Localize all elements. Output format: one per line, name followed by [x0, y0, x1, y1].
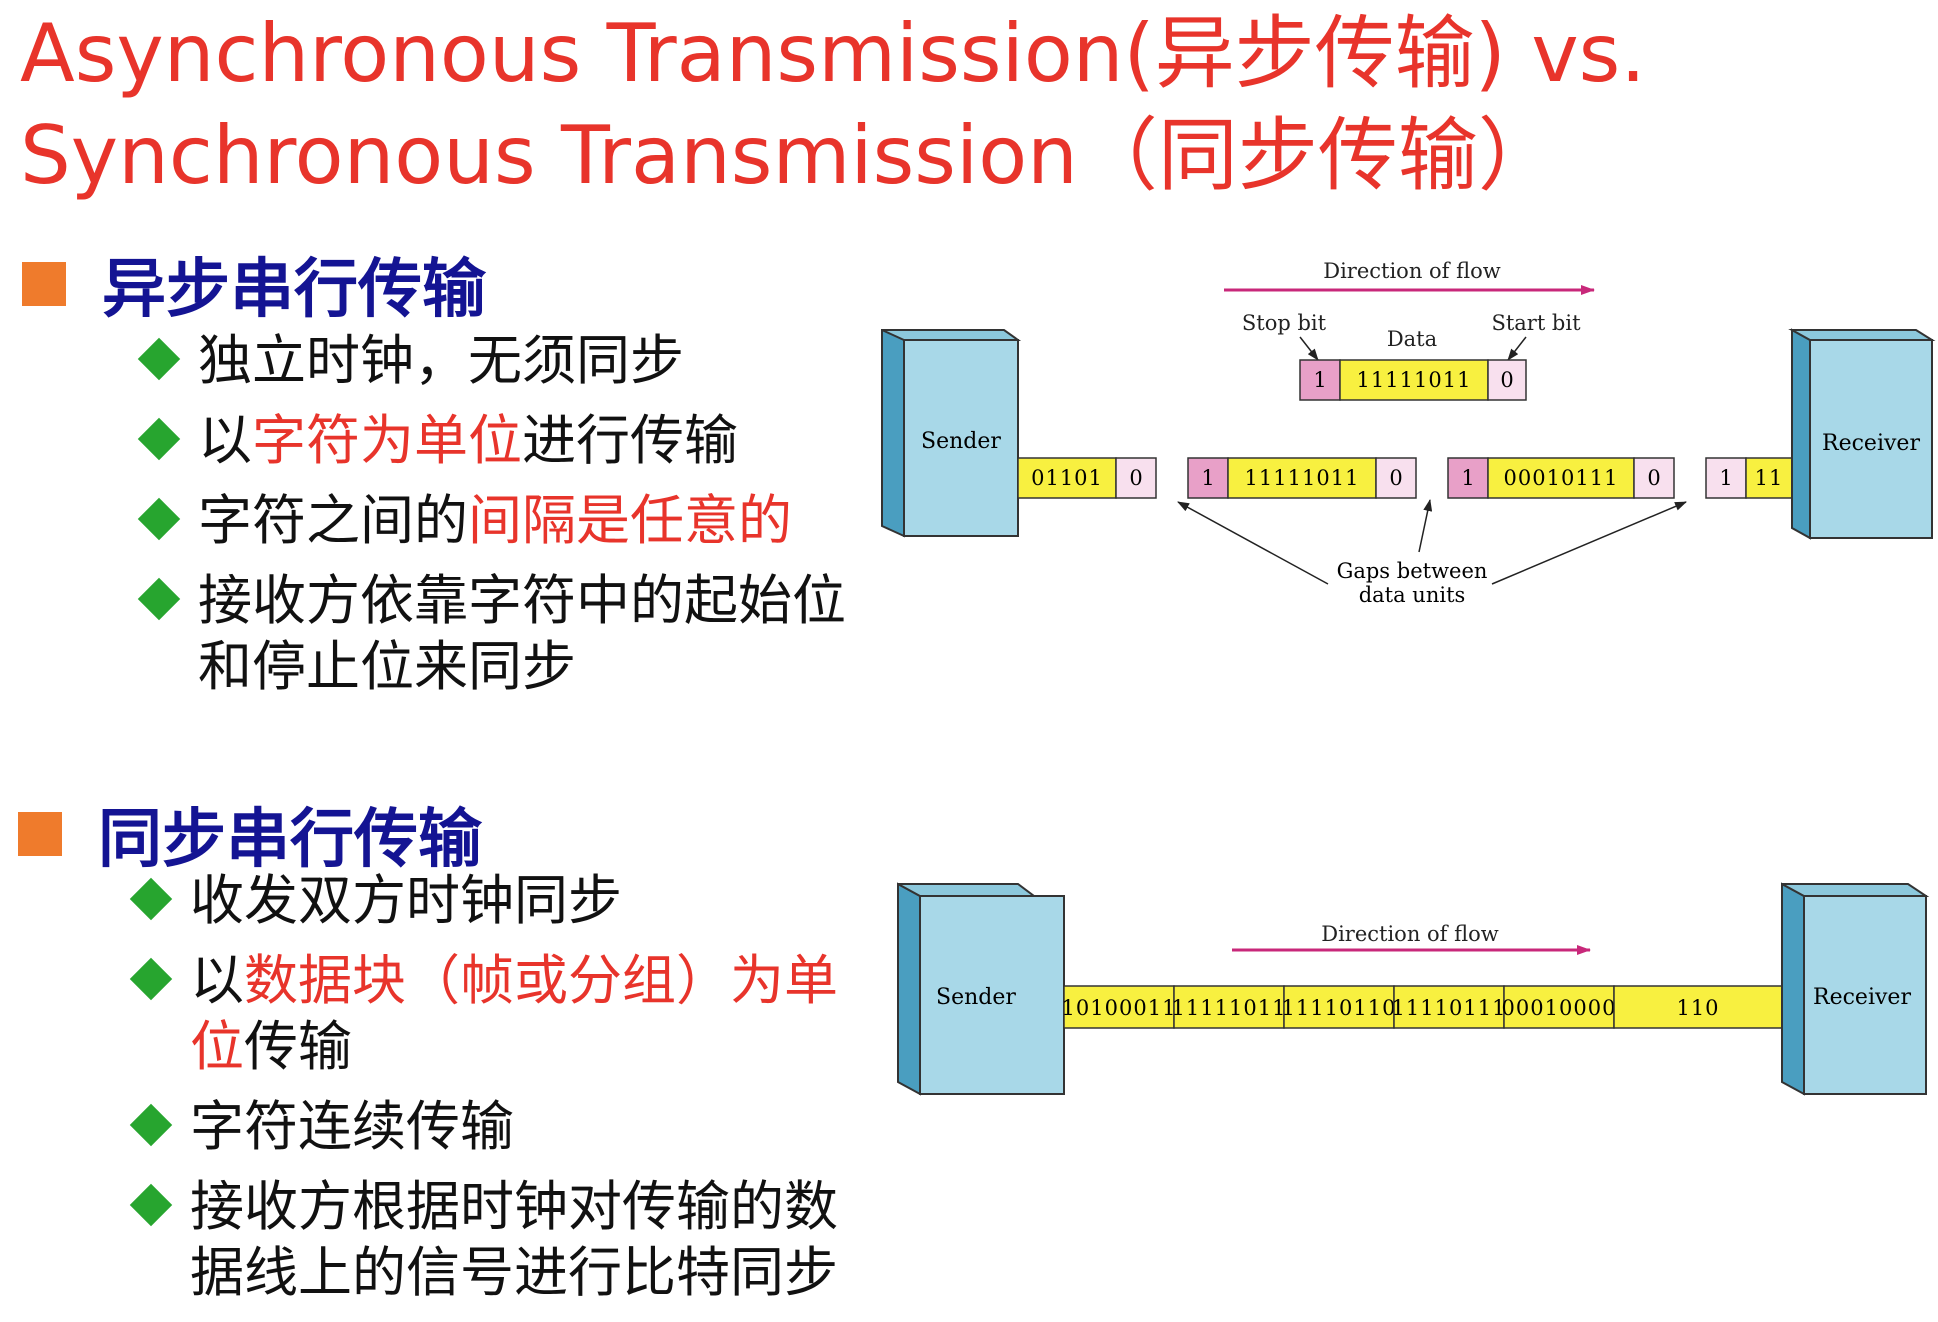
plain-text: 字符之间的 — [198, 489, 468, 552]
diamond-bullet-icon — [129, 957, 173, 1001]
diamond-bullet-icon — [129, 1183, 173, 1227]
sync-bullet-list: 收发双方时钟同步以数据块（帧或分组）为单位传输字符连续传输接收方根据时钟对传输的… — [120, 868, 870, 1320]
receiver-data-bits: 11 — [1755, 466, 1784, 490]
bullet-text: 独立时钟，无须同步 — [198, 328, 878, 394]
bullet-text: 接收方依靠字符中的起始位和停止位来同步 — [198, 568, 878, 700]
highlighted-text: 间隔是任意的 — [468, 489, 792, 552]
start-bit-pointer — [1507, 336, 1527, 361]
gaps-label-line2: data units — [1359, 583, 1466, 607]
page-title-line2: Synchronous Transmission（同步传输） — [20, 109, 1558, 202]
frame-a-data-bits: 11111011 — [1245, 466, 1360, 490]
sync-transmission-diagram: Direction of flow Sender 101000111111101… — [897, 882, 1930, 1096]
bit-stream: 1010001111111011111101101111011100010000… — [1062, 985, 1783, 1029]
plain-text: 进行传输 — [522, 409, 738, 472]
sender-label: Sender — [921, 429, 1001, 454]
highlighted-text: 字符为单位 — [252, 409, 522, 472]
diamond-bullet-icon — [137, 497, 181, 541]
diamond-bullet-icon — [137, 337, 181, 381]
start-bit-label: Start bit — [1491, 311, 1581, 335]
sync-receiver-label: Receiver — [1813, 985, 1911, 1010]
bullet-text: 以字符为单位进行传输 — [198, 408, 878, 474]
receiver-box: Receiver — [1788, 328, 1936, 540]
bullet-text: 收发双方时钟同步 — [190, 868, 870, 934]
diamond-bullet-icon — [137, 577, 181, 621]
plain-text: 字符连续传输 — [190, 1095, 514, 1158]
plain-text: 接收方根据时钟对传输的数据线上的信号进行比特同步 — [190, 1175, 838, 1304]
data-unit-frame-a: 1 11111011 0 — [1187, 457, 1417, 499]
gaps-label-line1: Gaps between — [1337, 559, 1488, 583]
bullet-item: 字符连续传输 — [120, 1094, 870, 1160]
data-label: Data — [1387, 327, 1437, 351]
bit-stream-segment-label: 10100011 — [1062, 996, 1177, 1020]
diamond-bullet-icon — [129, 877, 173, 921]
plain-text: 传输 — [244, 1015, 352, 1078]
stop-bit-pointer — [1299, 336, 1319, 361]
bit-stream-segment-label: 00010000 — [1502, 996, 1617, 1020]
data-unit-frame-b: 1 00010111 0 — [1447, 457, 1675, 499]
gap-pointer-2 — [1418, 499, 1433, 553]
sync-direction-of-flow-label: Direction of flow — [1321, 922, 1499, 946]
bit-stream-segment-label: 11110111 — [1392, 996, 1507, 1020]
detail-stop-bit: 1 — [1313, 368, 1326, 392]
plain-text: 收发双方时钟同步 — [190, 869, 622, 932]
sender-box: Sender — [881, 329, 1022, 538]
async-bullet-list: 独立时钟，无须同步以字符为单位进行传输字符之间的间隔是任意的接收方依靠字符中的起… — [128, 328, 878, 714]
square-bullet-icon — [18, 812, 62, 856]
frame-b-stop-bit: 1 — [1461, 466, 1474, 490]
bit-stream-segment — [1063, 985, 1175, 1029]
sync-section-heading: 同步串行传输 — [18, 788, 482, 880]
gap-pointer-3 — [1491, 501, 1687, 585]
async-heading-text: 异步串行传输 — [102, 253, 486, 327]
sender-frame: 01101 0 — [1017, 457, 1157, 499]
bit-stream-segment — [1283, 985, 1395, 1029]
direction-of-flow-label: Direction of flow — [1323, 259, 1501, 283]
bit-stream-segment-label: 11110110 — [1282, 996, 1397, 1020]
receiver-stop-bit: 1 — [1719, 466, 1732, 490]
async-section-heading: 异步串行传输 — [22, 238, 486, 330]
bit-stream-segment — [1173, 985, 1285, 1029]
detail-data-bits: 11111011 — [1357, 368, 1472, 392]
gap-pointer-1 — [1177, 501, 1329, 585]
diamond-bullet-icon — [137, 417, 181, 461]
sync-receiver-box: Receiver — [1781, 882, 1930, 1096]
detail-start-bit: 0 — [1500, 368, 1513, 392]
bullet-item: 以数据块（帧或分组）为单位传输 — [120, 948, 870, 1080]
async-transmission-diagram: Direction of flow Stop bit Start bit Dat… — [881, 259, 1936, 607]
bullet-text: 字符之间的间隔是任意的 — [198, 488, 878, 554]
sender-start-bit: 0 — [1129, 466, 1142, 490]
bullet-item: 独立时钟，无须同步 — [128, 328, 878, 394]
plain-text: 以 — [190, 949, 244, 1012]
bullet-text: 接收方根据时钟对传输的数据线上的信号进行比特同步 — [190, 1174, 870, 1306]
plain-text: 独立时钟，无须同步 — [198, 329, 684, 392]
bit-stream-segment-label: 11111011 — [1172, 996, 1287, 1020]
sender-data-bits: 01101 — [1031, 466, 1103, 490]
bit-stream-segment — [1613, 985, 1783, 1029]
page-title-line1: Asynchronous Transmission(异步传输) vs. — [20, 7, 1646, 100]
highlighted-text: 数据块（帧或分组）为单位 — [190, 949, 838, 1078]
bullet-text: 以数据块（帧或分组）为单位传输 — [190, 948, 870, 1080]
square-bullet-icon — [22, 262, 66, 306]
frame-b-start-bit: 0 — [1647, 466, 1660, 490]
bullet-item: 以字符为单位进行传输 — [128, 408, 878, 474]
diamond-bullet-icon — [129, 1103, 173, 1147]
bullet-item: 接收方根据时钟对传输的数据线上的信号进行比特同步 — [120, 1174, 870, 1306]
frame-a-start-bit: 0 — [1389, 466, 1402, 490]
frame-b-data-bits: 00010111 — [1504, 466, 1619, 490]
sync-heading-text: 同步串行传输 — [98, 803, 482, 877]
frame-a-stop-bit: 1 — [1201, 466, 1214, 490]
plain-text: 以 — [198, 409, 252, 472]
bit-stream-segment-label: 110 — [1676, 996, 1719, 1020]
stop-bit-label: Stop bit — [1242, 311, 1327, 335]
bullet-text: 字符连续传输 — [190, 1094, 870, 1160]
receiver-label: Receiver — [1822, 431, 1920, 456]
bullet-item: 收发双方时钟同步 — [120, 868, 870, 934]
plain-text: 接收方依靠字符中的起始位和停止位来同步 — [198, 569, 846, 698]
detail-frame: 1 11111011 0 — [1299, 359, 1527, 401]
sync-sender-label: Sender — [936, 985, 1016, 1010]
sync-sender-box: Sender — [897, 882, 1065, 1096]
receiver-frame: 1 11 — [1705, 457, 1793, 499]
bullet-item: 接收方依靠字符中的起始位和停止位来同步 — [128, 568, 878, 700]
bit-stream-segment — [1393, 985, 1505, 1029]
bullet-item: 字符之间的间隔是任意的 — [128, 488, 878, 554]
